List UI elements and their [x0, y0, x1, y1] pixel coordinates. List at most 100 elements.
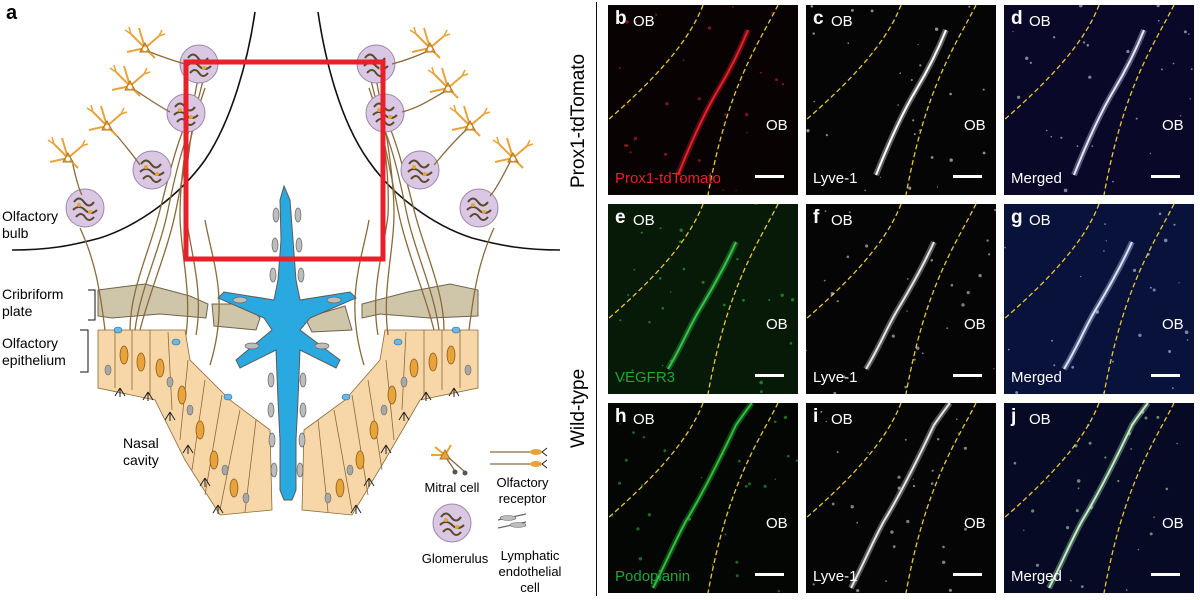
micrograph-panel-h: hOBOBPodoplanin	[608, 403, 798, 593]
scale-bar	[755, 175, 784, 178]
vessel-signal	[866, 242, 934, 369]
speckle-dot	[946, 327, 948, 329]
speckle-dot	[683, 59, 685, 61]
speckle-dot	[736, 574, 739, 577]
speckle-dot	[1168, 350, 1171, 353]
micrograph-panel-g: gOBOBMerged	[1004, 204, 1194, 394]
speckle-dot	[732, 6, 734, 8]
speckle-dot	[1096, 310, 1099, 313]
speckle-dot	[760, 390, 763, 393]
channel-label: Merged	[1011, 568, 1062, 585]
speckle-dot	[748, 482, 751, 485]
speckle-dot	[899, 72, 901, 74]
speckle-dot	[913, 479, 914, 480]
speckle-dot	[1023, 530, 1024, 531]
speckle-dot	[826, 421, 827, 422]
panel-letter-g: g	[1011, 207, 1023, 229]
speckle-dot	[922, 352, 924, 354]
speckle-dot	[1179, 282, 1180, 283]
speckle-dot	[949, 93, 952, 96]
speckle-dot	[904, 386, 907, 389]
speckle-dot	[856, 589, 859, 592]
ob-label: OB	[633, 13, 655, 30]
ob-label: OB	[964, 117, 986, 134]
speckle-dot	[742, 299, 745, 302]
speckle-dot	[627, 103, 629, 105]
speckle-dot	[893, 545, 896, 548]
ob-label: OB	[1029, 212, 1051, 229]
speckle-dot	[781, 294, 784, 297]
speckle-dot	[925, 74, 926, 75]
speckle-dot	[627, 294, 629, 296]
speckle-dot	[907, 278, 909, 280]
speckle-dot	[1014, 462, 1017, 465]
boundary-dashed-line	[906, 204, 976, 394]
speckle-dot	[1051, 340, 1053, 342]
ob-label: OB	[831, 212, 853, 229]
speckle-dot	[961, 303, 964, 306]
speckle-dot	[851, 9, 854, 12]
speckle-dot	[760, 72, 762, 74]
speckle-dot	[917, 44, 918, 45]
legend-mitral-cell-icon	[431, 445, 468, 476]
speckle-dot	[906, 310, 907, 311]
scale-bar	[953, 175, 982, 178]
speckle-dot	[724, 113, 726, 115]
speckle-dot	[774, 421, 777, 424]
speckle-dot	[806, 129, 809, 132]
boundary-dashed-line	[906, 5, 976, 195]
speckle-dot	[1127, 432, 1130, 435]
scale-bar	[1151, 374, 1180, 377]
speckle-dot	[1126, 50, 1129, 53]
speckle-dot	[680, 229, 683, 232]
ob-label: OB	[766, 316, 788, 333]
speckle-dot	[993, 368, 994, 369]
speckle-dot	[967, 291, 970, 294]
speckle-dot	[1060, 137, 1062, 139]
speckle-dot	[856, 522, 858, 524]
speckle-dot	[914, 133, 916, 135]
speckle-dot	[937, 438, 939, 440]
speckle-dot	[722, 190, 723, 191]
speckle-dot	[1150, 532, 1153, 535]
speckle-dot	[1145, 417, 1148, 420]
speckle-dot	[634, 140, 635, 141]
speckle-dot	[1158, 20, 1160, 22]
speckle-dot	[897, 476, 900, 479]
legend-label-glomerulus: Glomerulus	[415, 551, 495, 567]
speckle-dot	[837, 300, 839, 302]
speckle-dot	[897, 104, 899, 106]
speckle-dot	[1053, 364, 1055, 366]
speckle-dot	[1117, 480, 1119, 482]
speckle-dot	[708, 26, 711, 29]
speckle-dot	[698, 97, 701, 100]
ob-label: OB	[831, 13, 853, 30]
speckle-dot	[906, 520, 909, 523]
speckle-dot	[968, 6, 970, 8]
speckle-dot	[1083, 41, 1085, 43]
speckle-dot	[624, 144, 627, 147]
speckle-dot	[1091, 145, 1093, 147]
micrograph-panel-d: dOBOBMerged	[1004, 5, 1194, 195]
speckle-dot	[1187, 339, 1189, 341]
speckle-dot	[768, 299, 770, 301]
channel-label: Lyve-1	[813, 369, 857, 386]
speckle-dot	[1090, 506, 1093, 509]
panel-letter-i: i	[813, 406, 818, 428]
speckle-dot	[660, 227, 662, 229]
speckle-dot	[958, 433, 959, 434]
speckle-dot	[905, 439, 907, 441]
olfactory-anatomy-diagram	[0, 0, 585, 600]
boundary-dashed-line	[806, 403, 901, 518]
panel-letter-h: h	[615, 406, 627, 428]
speckle-dot	[641, 232, 643, 234]
label-olfactory-bulb: Olfactorybulb	[2, 208, 58, 242]
speckle-dot	[784, 416, 787, 419]
ob-label: OB	[1029, 411, 1051, 428]
ob-label: OB	[766, 515, 788, 532]
speckle-dot	[1087, 44, 1090, 47]
speckle-dot	[1166, 488, 1169, 491]
speckle-dot	[641, 484, 643, 486]
speckle-dot	[787, 455, 790, 458]
